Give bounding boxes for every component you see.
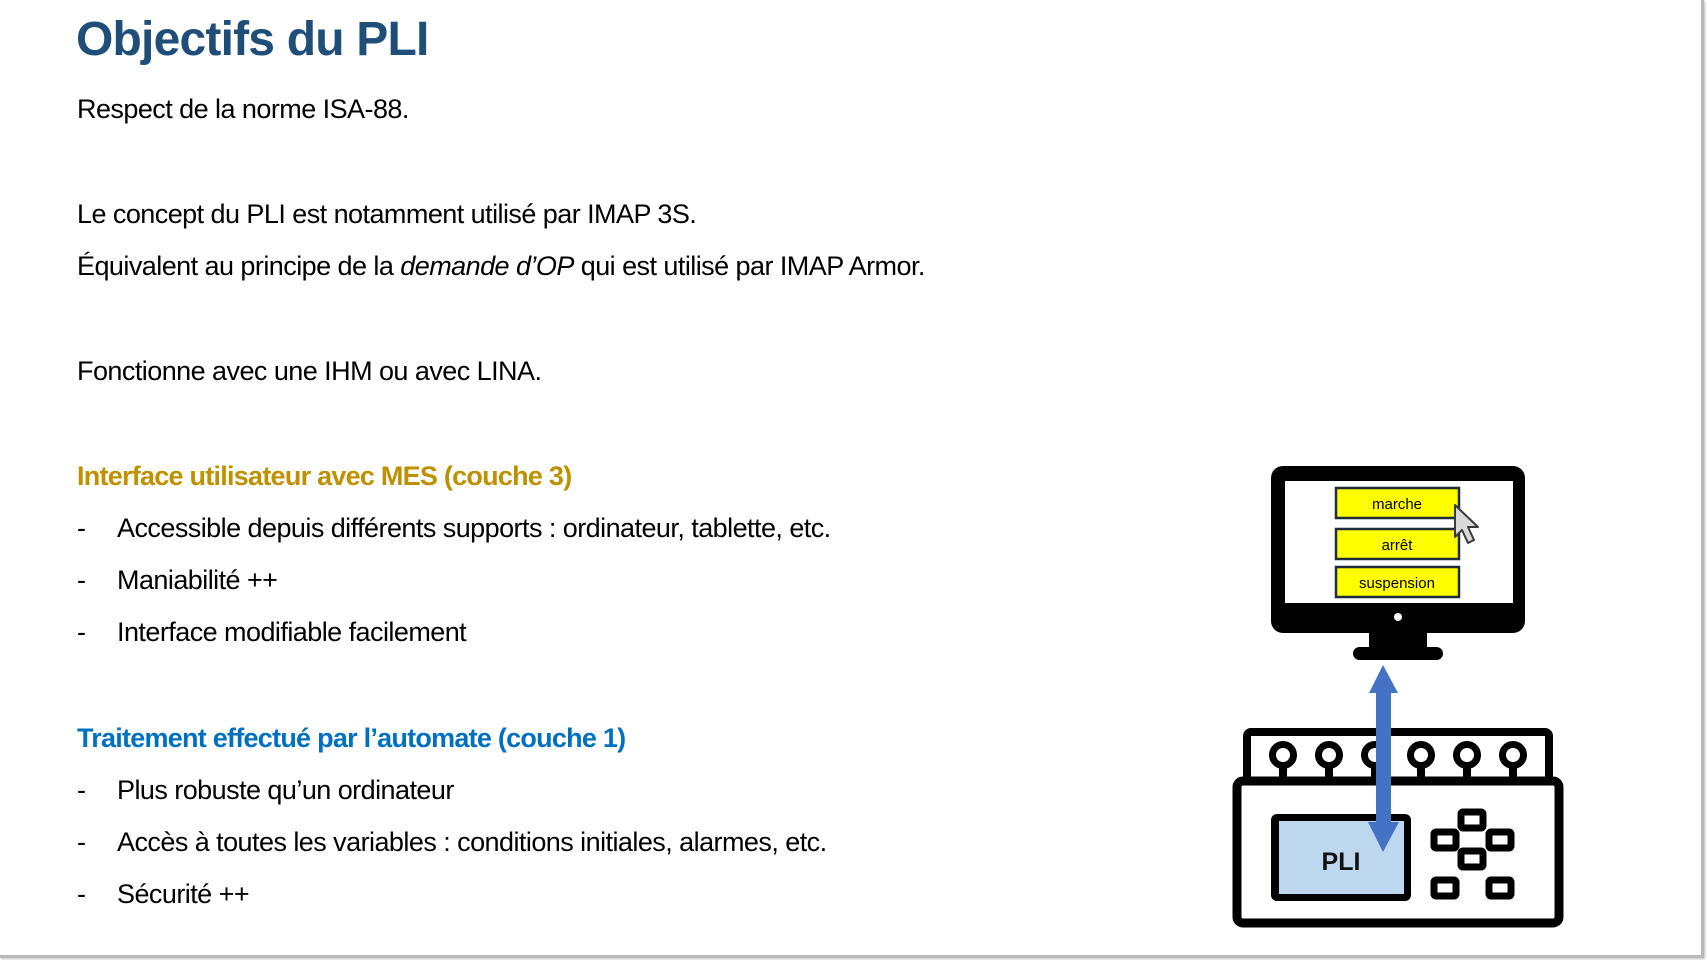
hmi-button-suspension[interactable]: suspension bbox=[1334, 565, 1461, 599]
bullet-text: Sécurité ++ bbox=[117, 879, 250, 909]
hmi-button-marche[interactable]: marche bbox=[1334, 486, 1461, 520]
plc-terminal-stem bbox=[1463, 762, 1471, 780]
hmi-button-marche-bg[interactable] bbox=[1334, 486, 1461, 520]
plc-terminal-screw bbox=[1407, 741, 1435, 769]
bidirectional-arrow-icon bbox=[1368, 665, 1399, 852]
bullet-dash: - bbox=[77, 513, 86, 543]
plc-display-label: PLI bbox=[1322, 848, 1361, 876]
plc-terminal-stem bbox=[1325, 762, 1333, 780]
bullet-dash: - bbox=[77, 565, 86, 595]
bullet-dash: - bbox=[77, 775, 86, 805]
plc-terminal-stem bbox=[1371, 762, 1379, 780]
hmi-button-suspension-bg[interactable] bbox=[1334, 565, 1461, 599]
plc-keypad bbox=[1430, 808, 1515, 900]
intro-line-imap-armor: Équivalent au principe de la demande d’O… bbox=[77, 249, 925, 283]
plc-terminal-stem bbox=[1417, 762, 1425, 780]
slide-title: Objectifs du PLI bbox=[76, 13, 429, 66]
bullet-text: Maniabilité ++ bbox=[117, 565, 278, 595]
arrow-head-up bbox=[1369, 665, 1398, 693]
plc-terminal-screw bbox=[1315, 741, 1343, 769]
arrow-head-down bbox=[1368, 822, 1399, 852]
intro-line-imap3s: Le concept du PLI est notamment utilisé … bbox=[77, 199, 697, 229]
plc-key-left bbox=[1430, 828, 1460, 852]
bullet-text: Plus robuste qu’un ordinateur bbox=[117, 775, 454, 805]
monitor-stand-base bbox=[1353, 647, 1443, 660]
bullet-dash: - bbox=[77, 617, 86, 647]
hmi-button-arret-label[interactable]: arrêt bbox=[1382, 537, 1414, 554]
plc-terminal-stem bbox=[1279, 762, 1287, 780]
bullet-text: Interface modifiable facilement bbox=[117, 617, 467, 647]
intro-line-imap-armor-start: Équivalent au principe de la bbox=[77, 251, 401, 281]
plc-key-bottom-right bbox=[1485, 876, 1515, 900]
plc-terminal-screw bbox=[1499, 741, 1527, 769]
mouse-pointer-icon bbox=[1454, 504, 1479, 544]
arrow-shaft bbox=[1376, 690, 1391, 826]
hmi-button-suspension-label[interactable]: suspension bbox=[1359, 575, 1435, 592]
bullet-text: Accès à toutes les variables : condition… bbox=[117, 827, 827, 857]
demande-op-term: demande d’OP bbox=[400, 251, 574, 281]
bullet-dash: - bbox=[77, 827, 86, 857]
bullet-text: Accessible depuis différents supports : … bbox=[117, 513, 831, 543]
section-heading-automate: Traitement effectué par l’automate (couc… bbox=[77, 723, 626, 753]
plc-terminal-screw bbox=[1453, 741, 1481, 769]
hmi-button-arret[interactable]: arrêt bbox=[1334, 527, 1461, 561]
intro-line-ihm-lina: Fonctionne avec une IHM ou avec LINA. bbox=[77, 356, 542, 386]
plc-terminal-screw bbox=[1269, 741, 1297, 769]
monitor-stand-neck bbox=[1369, 632, 1427, 648]
hmi-button-marche-label[interactable]: marche bbox=[1372, 496, 1422, 513]
plc-key-center bbox=[1457, 847, 1487, 871]
intro-line-isa88: Respect de la norme ISA-88. bbox=[77, 94, 409, 124]
plc-terminal-stem bbox=[1509, 762, 1517, 780]
section-heading-mes: Interface utilisateur avec MES (couche 3… bbox=[77, 461, 572, 491]
plc-key-bottom-left bbox=[1430, 876, 1460, 900]
plc-controller-icon: PLI bbox=[1232, 728, 1564, 928]
hmi-button-arret-bg[interactable] bbox=[1334, 527, 1461, 561]
intro-line-imap-armor-end: qui est utilisé par IMAP Armor. bbox=[573, 251, 926, 281]
bullet-dash: - bbox=[77, 879, 86, 909]
plc-key-up bbox=[1457, 808, 1487, 832]
monitor-power-led bbox=[1394, 613, 1402, 621]
plc-key-right bbox=[1485, 828, 1515, 852]
